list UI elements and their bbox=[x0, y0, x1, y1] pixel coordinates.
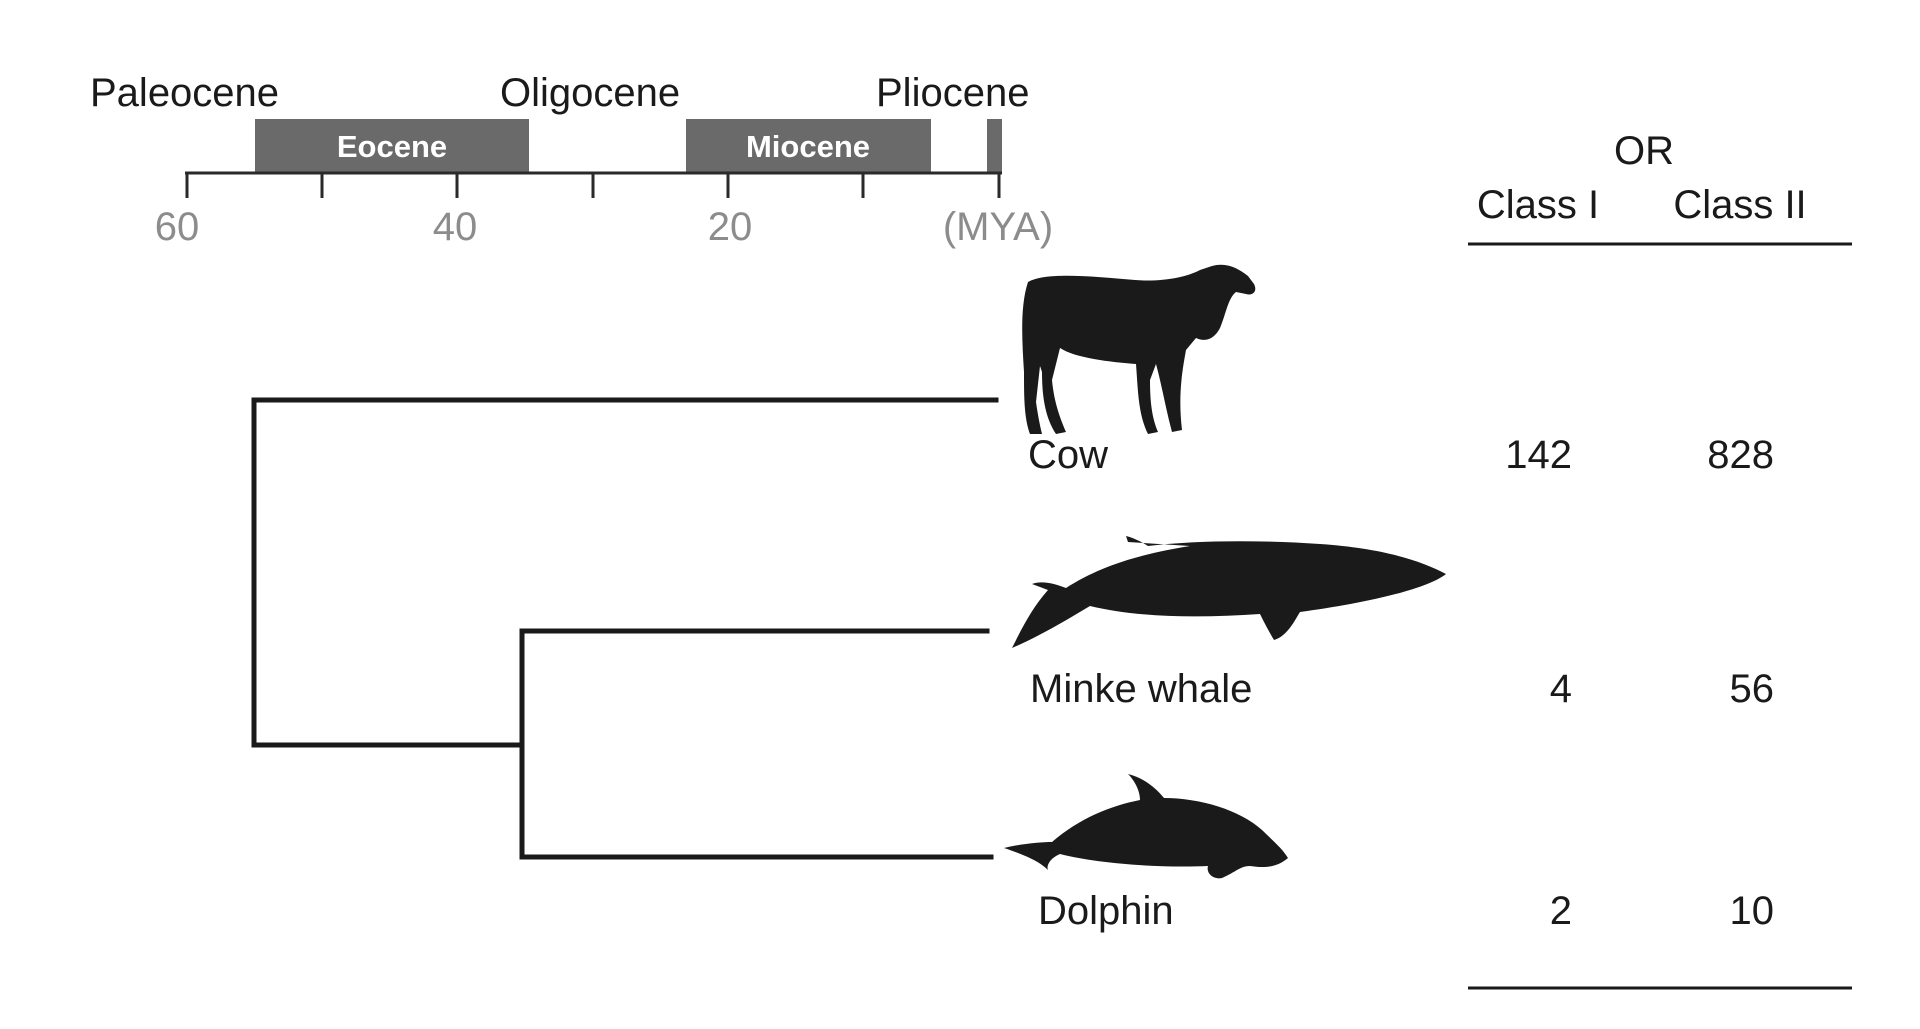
or-gene-table: OR Class I Class II 142 828 4 56 2 10 bbox=[1468, 129, 1852, 990]
phylogenetic-tree bbox=[251, 397, 999, 860]
taxon-label-minke-whale: Minke whale bbox=[1030, 667, 1252, 711]
epoch-bar-label-eocene: Eocene bbox=[337, 129, 447, 164]
table-cell-cow-class-i: 142 bbox=[1505, 433, 1572, 477]
table-group-header: OR bbox=[1614, 129, 1674, 173]
taxon-label-cow: Cow bbox=[1028, 433, 1108, 477]
epoch-bar-label-miocene: Miocene bbox=[746, 129, 870, 164]
tick-label-20: 20 bbox=[708, 205, 753, 249]
time-axis-ticks bbox=[185, 173, 1001, 198]
epoch-bar-eocene bbox=[255, 119, 529, 173]
cow-silhouette-icon bbox=[1022, 264, 1256, 434]
table-cell-minke-whale-class-ii: 56 bbox=[1730, 667, 1775, 711]
taxon-label-dolphin: Dolphin bbox=[1038, 889, 1174, 933]
epoch-label-oligocene: Oligocene bbox=[500, 71, 680, 115]
tick-label-60: 60 bbox=[155, 205, 200, 249]
table-column-header-class-ii: Class II bbox=[1673, 183, 1806, 227]
table-cell-dolphin-class-i: 2 bbox=[1550, 889, 1572, 933]
table-cell-dolphin-class-ii: 10 bbox=[1730, 889, 1775, 933]
epoch-bar-miocene bbox=[686, 119, 931, 173]
tick-label-mya: (MYA) bbox=[943, 205, 1053, 249]
table-cell-cow-class-ii: 828 bbox=[1707, 433, 1774, 477]
epoch-bar-pliocene bbox=[987, 119, 1002, 173]
dolphin-silhouette-icon bbox=[1004, 774, 1288, 879]
tick-label-40: 40 bbox=[433, 205, 478, 249]
whale-silhouette-icon bbox=[1012, 536, 1446, 648]
epoch-label-pliocene: Pliocene bbox=[876, 71, 1029, 115]
table-cell-minke-whale-class-i: 4 bbox=[1550, 667, 1572, 711]
epoch-label-paleocene: Paleocene bbox=[90, 71, 279, 115]
timescale: Paleocene Oligocene Pliocene Eocene Mioc… bbox=[90, 71, 1053, 249]
taxon-labels: Cow Minke whale Dolphin bbox=[1028, 433, 1252, 933]
table-column-header-class-i: Class I bbox=[1477, 183, 1599, 227]
